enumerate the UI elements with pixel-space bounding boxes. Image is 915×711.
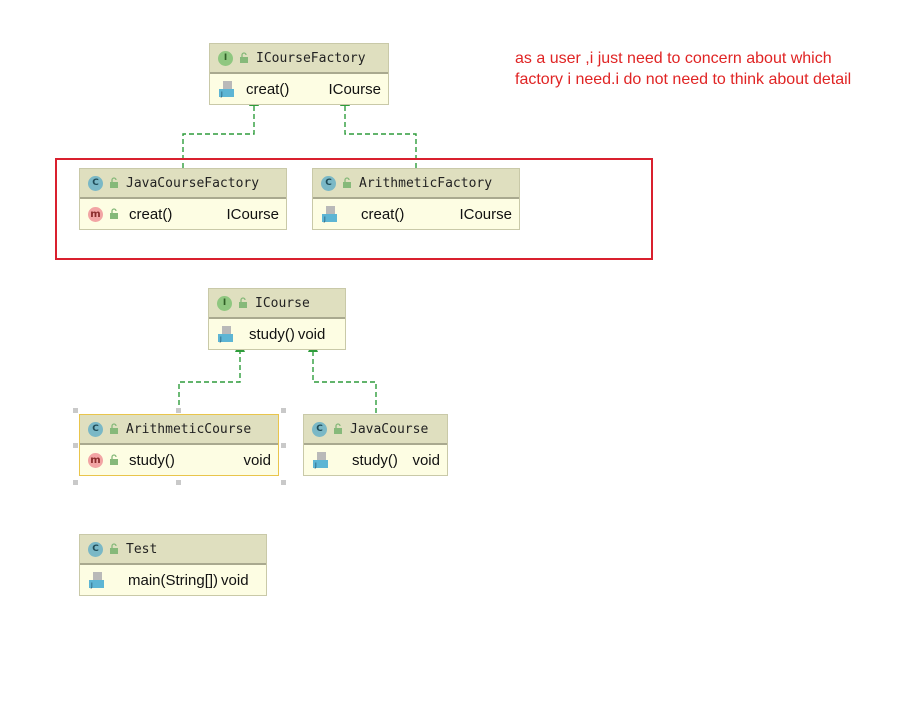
edge-javacoursefactory-to-icoursefactory <box>182 95 259 168</box>
resize-handle[interactable] <box>176 408 181 413</box>
svg-text:J: J <box>219 336 222 343</box>
resize-handle[interactable] <box>73 443 78 448</box>
resize-handle[interactable] <box>281 480 286 485</box>
node-header: C Test <box>80 535 266 565</box>
method-icon: J <box>313 452 328 469</box>
lock-open-icon <box>110 543 118 554</box>
member-name: creat() <box>361 205 405 223</box>
member-name: creat() <box>246 80 290 98</box>
resize-handle[interactable] <box>176 480 181 485</box>
method-badge-icon: m <box>88 452 103 468</box>
lock-open-icon <box>110 423 118 434</box>
method-icon: J <box>218 326 233 343</box>
node-header: I ICourseFactory <box>210 44 388 74</box>
member-type: ICourse <box>226 205 279 223</box>
member-row[interactable]: J study() void <box>209 319 345 349</box>
node-title: ArithmeticCourse <box>126 421 252 437</box>
node-title: Test <box>126 541 158 557</box>
resize-handle[interactable] <box>73 408 78 413</box>
member-row[interactable]: m study() void <box>80 445 278 475</box>
member-type: void <box>221 571 249 589</box>
member-type: ICourse <box>459 205 512 223</box>
svg-text:J: J <box>323 216 326 223</box>
lock-open-icon <box>343 177 351 188</box>
lock-open-icon <box>240 52 248 63</box>
resize-handle[interactable] <box>73 480 78 485</box>
lock-open-icon <box>239 297 247 308</box>
node-title: JavaCourseFactory <box>126 175 260 191</box>
annotation-line-1: as a user ,i just need to concern about … <box>515 50 832 67</box>
member-type: void <box>243 451 271 469</box>
node-header: C JavaCourseFactory <box>80 169 286 199</box>
member-name: main(String[]) <box>128 571 219 589</box>
highlight-frame <box>55 158 653 260</box>
interface-icon: I <box>217 295 232 311</box>
class-icon: C <box>312 421 327 437</box>
method-icon: J <box>322 206 337 223</box>
node-title: JavaCourse <box>350 421 429 437</box>
member-row[interactable]: m creat() ICourse <box>80 199 286 229</box>
resize-handle[interactable] <box>281 408 286 413</box>
class-icon: C <box>88 175 103 191</box>
lock-open-icon <box>110 177 118 188</box>
node-header: C ArithmeticCourse <box>80 415 278 445</box>
member-row[interactable]: J study() void <box>304 445 447 475</box>
lock-open-icon <box>110 208 118 219</box>
annotation-note: as a user ,i just need to concern about … <box>515 48 851 90</box>
node-title: ArithmeticFactory <box>359 175 493 191</box>
member-type: void <box>412 451 440 469</box>
node-header: C ArithmeticFactory <box>313 169 519 199</box>
class-icon: C <box>321 175 336 191</box>
member-row[interactable]: J main(String[]) void <box>80 565 266 595</box>
method-icon: J <box>89 572 104 589</box>
resize-handle[interactable] <box>281 443 286 448</box>
member-name: study() <box>129 451 175 469</box>
member-name: creat() <box>129 205 173 223</box>
member-type: ICourse <box>328 80 381 98</box>
edge-javacourse-to-icourse <box>308 341 377 413</box>
lock-open-icon <box>110 454 118 465</box>
member-row[interactable]: J creat() ICourse <box>210 74 388 104</box>
method-badge-icon: m <box>88 206 103 222</box>
node-header: I ICourse <box>209 289 345 319</box>
member-row[interactable]: J creat() ICourse <box>313 199 519 229</box>
node-icoursefactory[interactable]: I ICourseFactory J creat() ICourse <box>209 43 389 105</box>
edge-arithmeticfactory-to-icoursefactory <box>340 95 417 168</box>
annotation-line-2: factory i need.i do not need to think ab… <box>515 71 852 88</box>
node-test[interactable]: C Test J main(String[]) void <box>79 534 267 596</box>
svg-text:J: J <box>314 462 317 469</box>
runnable-class-icon: C <box>88 541 103 557</box>
edge-arithmeticcourse-to-icourse <box>178 341 245 413</box>
interface-icon: I <box>218 50 233 66</box>
node-header: C JavaCourse <box>304 415 447 445</box>
class-icon: C <box>88 421 103 437</box>
member-name: study() <box>352 451 398 469</box>
member-name: study() <box>249 325 295 343</box>
member-type: void <box>297 325 326 343</box>
node-title: ICourseFactory <box>256 50 366 66</box>
node-arithmeticfactory[interactable]: C ArithmeticFactory J creat() ICourse <box>312 168 520 230</box>
svg-text:J: J <box>220 91 223 98</box>
node-javacourse[interactable]: C JavaCourse J study() void <box>303 414 448 476</box>
node-icourse[interactable]: I ICourse J study() void <box>208 288 346 350</box>
node-javacoursefactory[interactable]: C JavaCourseFactory m creat() ICourse <box>79 168 287 230</box>
svg-text:J: J <box>90 582 93 589</box>
node-title: ICourse <box>255 295 310 311</box>
method-icon: J <box>219 81 234 98</box>
node-arithmeticcourse[interactable]: C ArithmeticCourse m study() void <box>79 414 279 476</box>
lock-open-icon <box>334 423 342 434</box>
